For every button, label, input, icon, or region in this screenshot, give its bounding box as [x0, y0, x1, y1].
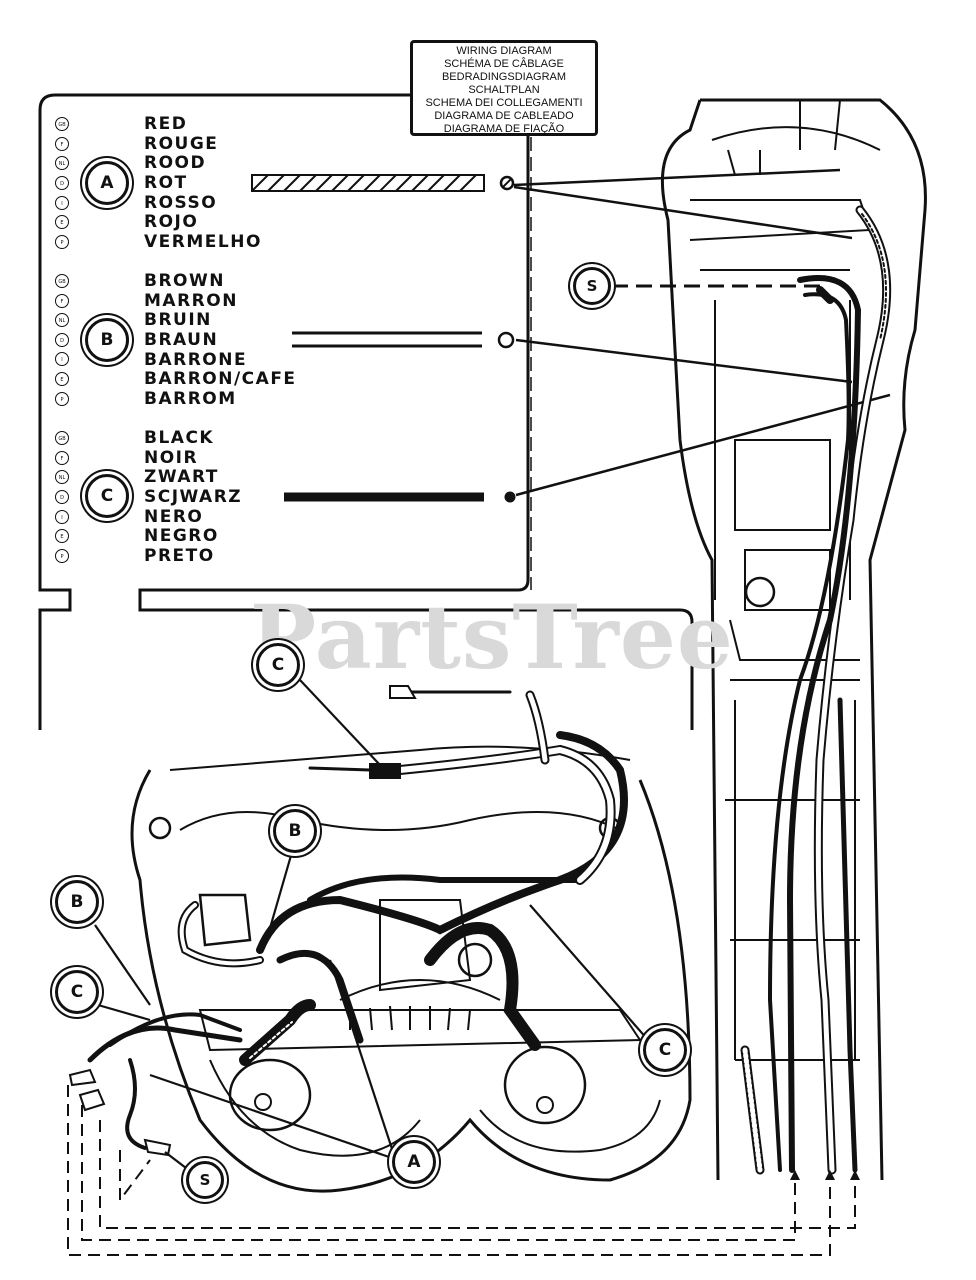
lang-code-d: D [55, 333, 69, 347]
title-line-5: SCHEMA DEI COLLEGAMENTI [425, 97, 583, 109]
color-name: NOIR [144, 448, 199, 468]
color-name: BARROM [144, 389, 237, 409]
callout-s-terminal: S [186, 1161, 224, 1199]
color-name: BROWN [144, 271, 225, 291]
lang-code-gb: GB [55, 431, 69, 445]
callout-b-legend: B [85, 318, 129, 362]
color-name: PRETO [144, 546, 215, 566]
lang-code-i: I [55, 196, 69, 210]
lang-code-e: E [55, 529, 69, 543]
lang-code-f: F [55, 451, 69, 465]
color-name: ROOD [144, 153, 207, 173]
lang-code-d: D [55, 490, 69, 504]
lang-code-gb: GB [55, 274, 69, 288]
color-name: BARRONE [144, 350, 248, 370]
title-line-7: DIAGRAMA DE FIAÇÃO [443, 123, 565, 135]
title-line-6: DIAGRAMA DE CABLEADO [434, 110, 574, 122]
callout-b-motor: B [273, 809, 317, 853]
lang-code-nl: NL [55, 313, 69, 327]
color-name: BARRON/CAFE [144, 369, 297, 389]
lang-code-nl: NL [55, 156, 69, 170]
callout-s-connector: S [573, 267, 611, 305]
routing-dashes [67, 1085, 856, 1256]
color-name: BRAUN [144, 330, 219, 350]
lang-code-p: P [55, 392, 69, 406]
callout-c-lead: C [55, 970, 99, 1014]
callout-c-legend: C [85, 474, 129, 518]
leader-lines [513, 168, 891, 497]
wire-sample-brown [292, 331, 515, 349]
color-name: ROSSO [144, 193, 218, 213]
color-name: BRUIN [144, 310, 212, 330]
title-box: WIRING DIAGRAM SCHÉMA DE CÂBLAGE BEDRADI… [410, 40, 598, 136]
title-line-4: SCHALTPLAN [468, 84, 540, 96]
lang-code-d: D [55, 176, 69, 190]
motor-wires [68, 685, 628, 1157]
lang-code-f: F [55, 294, 69, 308]
color-name: MARRON [144, 291, 238, 311]
wire-sample-red [251, 174, 515, 192]
legend-panel-border [38, 93, 410, 730]
lang-code-gb: GB [55, 117, 69, 131]
callout-a-motor: A [392, 1140, 436, 1184]
wire-sample-black [284, 491, 516, 503]
title-line-3: BEDRADINGSDIAGRAM [441, 71, 567, 83]
color-name: VERMELHO [144, 232, 262, 252]
legend-panel-border-right [138, 95, 694, 730]
watermark: PartsTree [250, 585, 734, 689]
lang-code-p: P [55, 235, 69, 249]
lang-code-i: I [55, 510, 69, 524]
lang-code-e: E [55, 372, 69, 386]
lang-code-i: I [55, 352, 69, 366]
motor-leader-lines [94, 679, 649, 1169]
tool-wires [740, 205, 892, 1175]
routing-arrows [790, 1170, 860, 1180]
lang-code-p: P [55, 549, 69, 563]
callout-a-legend: A [85, 161, 129, 205]
color-name: RED [144, 114, 188, 134]
color-name: SCJWARZ [144, 487, 243, 507]
callout-c-motor: C [643, 1028, 687, 1072]
lang-code-f: F [55, 137, 69, 151]
callout-c-cord: C [256, 643, 300, 687]
callout-b-lead: B [55, 880, 99, 924]
lang-code-nl: NL [55, 470, 69, 484]
lang-code-e: E [55, 215, 69, 229]
title-line-1: WIRING DIAGRAM [456, 45, 552, 57]
color-name: ROJO [144, 212, 199, 232]
color-name: ROUGE [144, 134, 219, 154]
color-name: ZWART [144, 467, 219, 487]
color-name: NERO [144, 507, 204, 527]
color-name: ROT [144, 173, 188, 193]
color-name: NEGRO [144, 526, 219, 546]
title-line-2: SCHÉMA DE CÂBLAGE [444, 58, 564, 70]
color-name: BLACK [144, 428, 215, 448]
